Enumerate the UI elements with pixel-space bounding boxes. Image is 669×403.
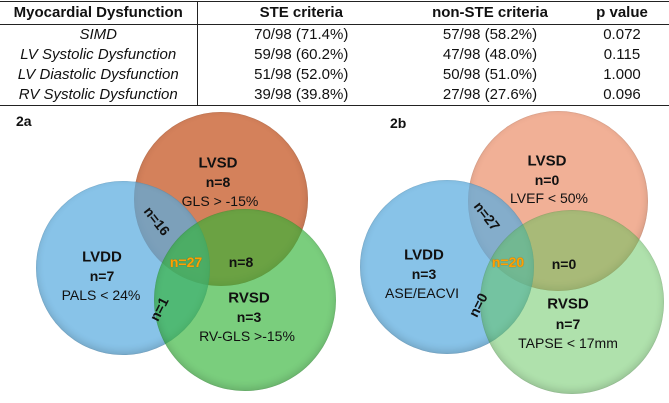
ste-value: 39/98 (39.8%) [254, 86, 349, 103]
non-ste-value: 57/98 (58.2%) [442, 26, 538, 43]
venn-b-rvsd-circle [480, 210, 664, 394]
venn-b-lvsd-title: LVSD [527, 152, 567, 170]
venn-a-overlap-center: n=27 [169, 254, 203, 270]
row-label: SIMD [0, 24, 198, 45]
non-ste-value: 27/98 (27.6%) [442, 86, 538, 103]
venn-b-lvsd-count: n=0 [534, 172, 560, 188]
table-header-row: Myocardial Dysfunction STE criteria non-… [0, 1, 669, 25]
row-label: RV Systolic Dysfunction [0, 85, 198, 106]
venn-a-lvsd-title: LVSD [198, 154, 238, 172]
venn-a-overlap-lvsd-rvsd: n=8 [228, 254, 254, 270]
venn-b-overlap-lvsd-rvsd: n=0 [551, 256, 577, 272]
ste-value: 70/98 (71.4%) [254, 26, 349, 43]
column-header-p-value: p value [575, 1, 669, 25]
venn-b-rvsd-title: RVSD [547, 295, 589, 313]
venn-a-lvdd-criteria: PALS < 24% [61, 287, 141, 303]
row-label: LV Diastolic Dysfunction [0, 65, 198, 85]
non-ste-value: 50/98 (51.0%) [442, 66, 538, 83]
venn-b-lvdd-title: LVDD [404, 246, 444, 264]
table-row: RV Systolic Dysfunction 39/98 (39.8%) 27… [0, 85, 669, 106]
venn-a-lvsd-criteria: GLS > -15% [181, 193, 259, 209]
venn-b-rvsd-criteria: TAPSE < 17mm [518, 335, 618, 351]
venn-b-overlap-center: n=20 [491, 254, 525, 270]
table-row: LV Systolic Dysfunction 59/98 (60.2%) 47… [0, 45, 669, 65]
p-value: 0.115 [603, 46, 641, 63]
column-header-dysfunction: Myocardial Dysfunction [0, 1, 198, 25]
ste-value: 59/98 (60.2%) [254, 46, 349, 63]
venn-a-lvdd-count: n=7 [89, 268, 115, 284]
venn-b-rvsd-count: n=7 [555, 316, 581, 332]
venn-a-lvsd-count: n=8 [205, 174, 231, 190]
venn-a-rvsd-count: n=3 [236, 309, 262, 325]
table-row: SIMD 70/98 (71.4%) 57/98 (58.2%) 0.072 [0, 24, 669, 45]
table-row: LV Diastolic Dysfunction 51/98 (52.0%) 5… [0, 65, 669, 85]
row-label: LV Systolic Dysfunction [0, 45, 198, 65]
myocardial-dysfunction-table: Myocardial Dysfunction STE criteria non-… [0, 1, 669, 106]
venn-a-rvsd-title: RVSD [228, 289, 270, 307]
venn-a-rvsd-circle [154, 209, 336, 391]
venn-b-lvsd-criteria: LVEF < 50% [510, 190, 588, 206]
p-value: 1.000 [603, 66, 641, 83]
p-value: 0.096 [603, 86, 641, 103]
p-value: 0.072 [603, 26, 641, 43]
venn-a-lvdd-title: LVDD [82, 248, 122, 266]
column-header-non-ste: non-STE criteria [405, 1, 575, 25]
venn-b-lvdd-count: n=3 [411, 266, 437, 282]
non-ste-value: 47/98 (48.0%) [442, 46, 538, 63]
venn-b-lvdd-criteria: ASE/EACVI [385, 285, 459, 301]
ste-value: 51/98 (52.0%) [254, 66, 349, 83]
column-header-ste: STE criteria [197, 1, 405, 25]
panel-label-2a: 2a [16, 113, 32, 129]
venn-a-rvsd-criteria: RV-GLS >-15% [199, 328, 295, 344]
panel-label-2b: 2b [390, 115, 407, 131]
